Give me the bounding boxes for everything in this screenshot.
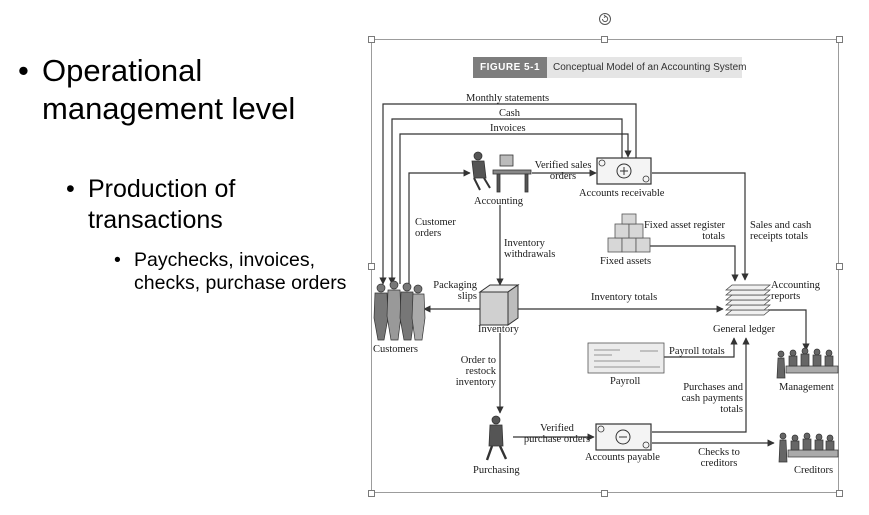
bullet-text: Operational management level bbox=[42, 53, 296, 126]
node-payroll: Payroll bbox=[610, 376, 641, 387]
node-creditors: Creditors bbox=[794, 465, 834, 476]
bullet-dot: • bbox=[66, 175, 75, 203]
label-sales-cash-receipts-totals: Sales and cash receipts totals bbox=[750, 220, 812, 242]
node-accounting: Accounting bbox=[474, 196, 523, 207]
bullet-level-3[interactable]: • Paychecks, invoices, checks, purchase … bbox=[114, 249, 364, 295]
inventory-box-icon bbox=[478, 284, 520, 326]
bullet-level-1[interactable]: • Operational management level bbox=[18, 52, 332, 128]
bullet-text: Paychecks, invoices, checks, purchase or… bbox=[134, 249, 347, 294]
bullet-level-2[interactable]: • Production of transactions bbox=[66, 174, 348, 236]
label-packaging-slips: Packaging slips bbox=[433, 280, 477, 302]
resize-handle-left[interactable] bbox=[368, 263, 375, 270]
label-customer-orders: Customer orders bbox=[415, 217, 456, 239]
bullet-dot: • bbox=[18, 53, 29, 88]
figure-number: FIGURE 5-1 bbox=[473, 57, 548, 78]
purchasing-person-icon bbox=[485, 415, 508, 461]
slide-text: • Operational management level • Product… bbox=[0, 0, 360, 515]
label-order-to-restock-inventory: Order to restock inventory bbox=[455, 355, 496, 388]
resize-handle-top-left[interactable] bbox=[368, 36, 375, 43]
label-checks-to-creditors: Checks to creditors bbox=[698, 447, 740, 469]
general-ledger-icon bbox=[725, 284, 771, 316]
label-invoices: Invoices bbox=[490, 123, 526, 134]
accounts-receivable-icon bbox=[596, 157, 652, 185]
node-accounts-receivable: Accounts receivable bbox=[579, 188, 665, 199]
node-purchasing: Purchasing bbox=[473, 465, 520, 476]
accounts-payable-icon bbox=[595, 423, 652, 451]
customers-icon bbox=[373, 280, 426, 341]
bullet-dot: • bbox=[114, 249, 121, 271]
node-general-ledger: General ledger bbox=[713, 324, 776, 335]
label-cash: Cash bbox=[499, 108, 520, 119]
payroll-check-icon bbox=[587, 342, 665, 374]
resize-handle-top[interactable] bbox=[601, 36, 608, 43]
node-inventory: Inventory bbox=[478, 324, 519, 335]
label-payroll-totals: Payroll totals bbox=[669, 346, 725, 357]
resize-handle-bottom[interactable] bbox=[601, 490, 608, 497]
label-verified-purchase-orders: Verified purchase orders bbox=[523, 423, 591, 445]
node-accounts-payable: Accounts payable bbox=[585, 452, 660, 463]
label-fixed-asset-register-totals: Fixed asset register totals bbox=[643, 220, 725, 242]
figure-caption: Conceptual Model of an Accounting System bbox=[553, 62, 747, 73]
node-management: Management bbox=[779, 382, 834, 393]
label-inventory-withdrawals: Inventory withdrawals bbox=[504, 238, 556, 260]
resize-handle-bottom-left[interactable] bbox=[368, 490, 375, 497]
node-fixed-assets: Fixed assets bbox=[600, 256, 652, 267]
resize-handle-top-right[interactable] bbox=[836, 36, 843, 43]
rotate-handle-icon[interactable] bbox=[598, 12, 612, 26]
accounting-clerk-icon bbox=[471, 151, 532, 193]
label-accounting-reports: Accounting reports bbox=[771, 280, 820, 302]
label-purchases-cash-payments-totals: Purchases and cash payments totals bbox=[681, 382, 743, 415]
figure-title: FIGURE 5-1 Conceptual Model of an Account… bbox=[473, 57, 746, 78]
fixed-assets-icon bbox=[607, 213, 651, 253]
resize-handle-bottom-right[interactable] bbox=[836, 490, 843, 497]
label-monthly-statements: Monthly statements bbox=[466, 93, 550, 104]
label-verified-sales-orders: Verified sales orders bbox=[534, 160, 592, 182]
creditors-icon bbox=[778, 432, 839, 463]
node-customers: Customers bbox=[373, 344, 418, 355]
resize-handle-right[interactable] bbox=[836, 263, 843, 270]
bullet-text: Production of transactions bbox=[88, 175, 236, 234]
management-icon bbox=[776, 347, 839, 379]
label-inventory-totals: Inventory totals bbox=[591, 292, 658, 303]
